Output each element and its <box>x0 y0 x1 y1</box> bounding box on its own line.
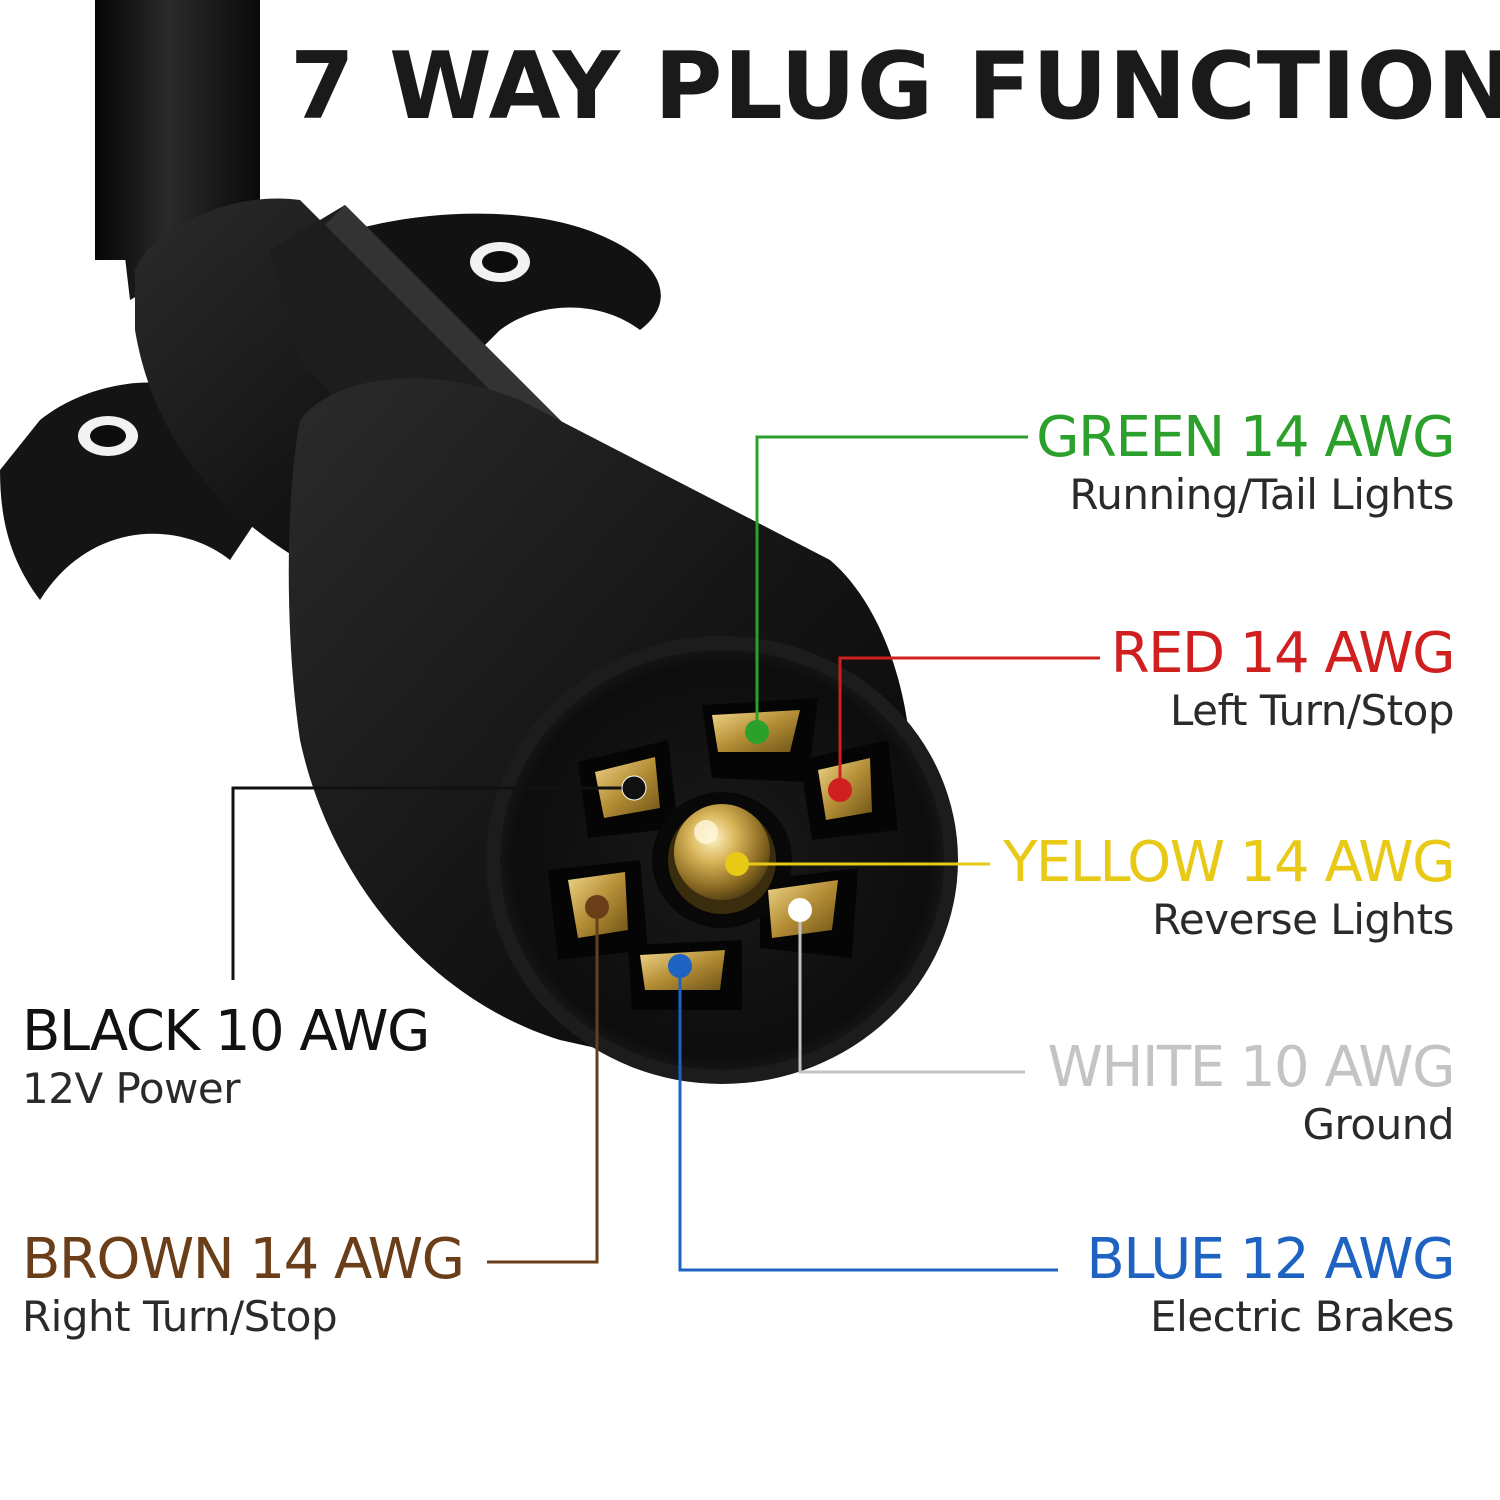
black-function: 12V Power <box>22 1064 241 1113</box>
blue-heading: BLUE 12 AWG <box>1086 1227 1455 1292</box>
leader-lines <box>231 435 1100 1272</box>
green-function: Running/Tail Lights <box>1069 470 1454 519</box>
label-brown: BROWN 14 AWG Right Turn/Stop <box>22 1227 465 1341</box>
red-function: Left Turn/Stop <box>1169 686 1455 735</box>
brown-function: Right Turn/Stop <box>22 1292 338 1341</box>
label-green: GREEN 14 AWG Running/Tail Lights <box>1036 405 1455 519</box>
white-heading: WHITE 10 AWG <box>1047 1035 1456 1100</box>
label-white: WHITE 10 AWG Ground <box>1047 1035 1456 1149</box>
leader-line-black <box>231 786 634 980</box>
leader-line-red <box>838 656 1100 790</box>
green-heading: GREEN 14 AWG <box>1036 405 1455 470</box>
label-red: RED 14 AWG Left Turn/Stop <box>1110 621 1456 735</box>
blue-function: Electric Brakes <box>1150 1292 1454 1341</box>
black-heading: BLACK 10 AWG <box>22 999 430 1064</box>
brown-heading: BROWN 14 AWG <box>22 1227 465 1292</box>
yellow-heading: YELLOW 14 AWG <box>1003 830 1455 895</box>
label-blue: BLUE 12 AWG Electric Brakes <box>1086 1227 1455 1341</box>
terminal-dot-white <box>788 898 812 922</box>
terminal-dot-black <box>621 775 647 801</box>
leader-line-green <box>755 435 1028 732</box>
leader-line-white <box>798 910 1025 1074</box>
terminal-dot-green <box>745 720 769 744</box>
leader-line-blue <box>678 966 1058 1272</box>
terminal-dot-red <box>828 778 852 802</box>
center-pin <box>674 804 770 900</box>
terminal-dot-yellow <box>725 852 749 876</box>
leader-line-brown <box>487 907 599 1264</box>
label-black: BLACK 10 AWG 12V Power <box>22 999 430 1113</box>
label-yellow: YELLOW 14 AWG Reverse Lights <box>1003 830 1455 944</box>
red-heading: RED 14 AWG <box>1110 621 1456 686</box>
terminal-dot-brown <box>585 895 609 919</box>
white-function: Ground <box>1302 1100 1455 1149</box>
terminal-dots <box>585 720 852 978</box>
terminal-dot-blue <box>668 954 692 978</box>
page-title: 7 WAY PLUG FUNCTION <box>290 32 1500 140</box>
yellow-function: Reverse Lights <box>1152 895 1454 944</box>
